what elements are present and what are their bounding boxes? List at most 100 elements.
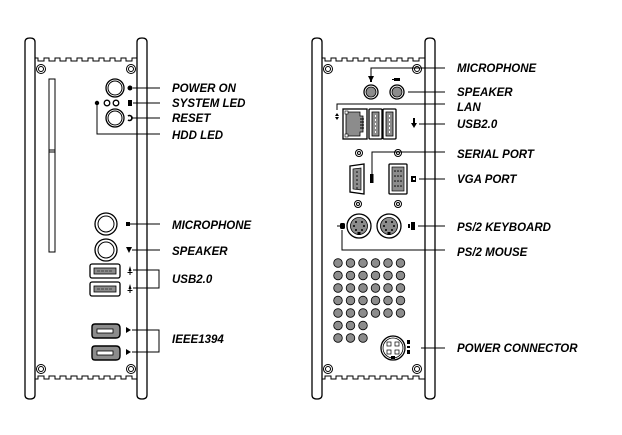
rear-right-rail (424, 37, 436, 400)
callout-label: POWER ON (172, 83, 237, 95)
vent-hole (395, 258, 406, 268)
power-dc-icon (407, 340, 410, 354)
vent-hole (345, 283, 356, 293)
front-ieee1394-port (91, 345, 121, 361)
power-icon (127, 85, 133, 91)
front-right-rail (136, 37, 148, 400)
vent-hole (345, 320, 356, 331)
screw-icon (36, 64, 46, 74)
vent-hole (395, 283, 406, 293)
screw-icon (126, 64, 136, 74)
led-indicator (103, 99, 111, 107)
front-usb-port (89, 281, 121, 297)
front-microphone-jack (94, 212, 118, 236)
lan-port (342, 108, 368, 140)
usb-icon (411, 118, 417, 128)
vent-hole (333, 283, 343, 293)
vent-hole (370, 258, 381, 268)
screw-icon (323, 64, 333, 74)
vent-hole (358, 333, 368, 343)
vent-hole (345, 258, 356, 268)
rear-left-rail (311, 37, 323, 400)
vent-hole (333, 270, 343, 281)
callout-label: MICROPHONE (457, 63, 537, 75)
serial-port (349, 163, 365, 195)
usb-icon (127, 284, 133, 293)
vent-hole (333, 308, 343, 318)
vent-hole (358, 320, 368, 331)
vent-hole (370, 308, 381, 318)
vent-hole (370, 295, 381, 306)
hdd-led-indicator (94, 100, 100, 106)
led-indicator (112, 99, 120, 107)
firewire-icon (126, 327, 131, 333)
vent-hole (358, 308, 368, 318)
callout-label: PS/2 KEYBOARD (457, 222, 551, 234)
ps2-mouse-port (346, 213, 372, 239)
rear-speaker-jack (389, 84, 405, 100)
microphone-icon (368, 76, 374, 82)
screw-icon (394, 149, 402, 157)
vent-hole (383, 270, 393, 281)
vent-hole (383, 308, 393, 318)
vent-hole (333, 333, 343, 343)
vent-hole (370, 270, 381, 281)
callout-label: LAN (457, 102, 481, 114)
vent-hole (358, 295, 368, 306)
vga-port (388, 163, 408, 195)
front-left-rail (24, 37, 36, 400)
usb-icon (127, 266, 133, 275)
rear-usb-port (382, 108, 397, 140)
screw-icon (126, 364, 136, 374)
vent-hole (345, 333, 356, 343)
callout-label: SERIAL PORT (457, 149, 535, 161)
system-led-icon (128, 100, 132, 106)
drive-slot (48, 78, 56, 153)
vent-hole (333, 295, 343, 306)
speaker-icon (392, 78, 400, 81)
callout-label: VGA PORT (457, 174, 517, 186)
keyboard-icon (408, 222, 415, 230)
callout-label: SYSTEM LED (172, 98, 245, 110)
vent-hole (395, 308, 406, 318)
vent-hole (383, 295, 393, 306)
front-callout-labels: POWER ON SYSTEM LED RESET HDD LED MICROP… (172, 83, 252, 346)
power-button (105, 78, 125, 98)
vent-hole (345, 308, 356, 318)
callout-label: MICROPHONE (172, 220, 252, 232)
vent-hole (333, 320, 343, 331)
rear-callout-labels: MICROPHONE SPEAKER LAN USB2.0 SERIAL POR… (457, 63, 578, 355)
ps2-keyboard-port (376, 213, 402, 239)
firewire-icon (126, 349, 131, 355)
mouse-icon (337, 223, 345, 229)
screw-icon (394, 200, 402, 208)
front-speaker-jack (94, 238, 118, 262)
callout-label: PS/2 MOUSE (457, 247, 528, 259)
screw-icon (412, 64, 422, 74)
rear-microphone-jack (363, 84, 379, 100)
power-connector-port (380, 335, 406, 361)
vent-hole (383, 283, 393, 293)
callout-label: HDD LED (172, 130, 223, 142)
front-panel (24, 37, 160, 400)
vent-hole (358, 283, 368, 293)
speaker-icon (126, 247, 132, 253)
vent-hole (358, 270, 368, 281)
rear-usb-port (368, 108, 383, 140)
vent-hole (358, 258, 368, 268)
rear-top-edge (322, 57, 425, 62)
callout-label: USB2.0 (172, 274, 213, 286)
callout-label: POWER CONNECTOR (457, 343, 578, 355)
callout-label: USB2.0 (457, 119, 498, 131)
screw-icon (355, 149, 363, 157)
vent-hole (345, 295, 356, 306)
front-top-edge (35, 57, 137, 62)
vent-hole (395, 270, 406, 281)
reset-button (105, 108, 125, 128)
vent-hole (333, 258, 343, 268)
callout-label: IEEE1394 (172, 334, 224, 346)
drive-slot-lower (48, 149, 56, 253)
callout-label: SPEAKER (172, 246, 228, 258)
vent-hole (370, 283, 381, 293)
